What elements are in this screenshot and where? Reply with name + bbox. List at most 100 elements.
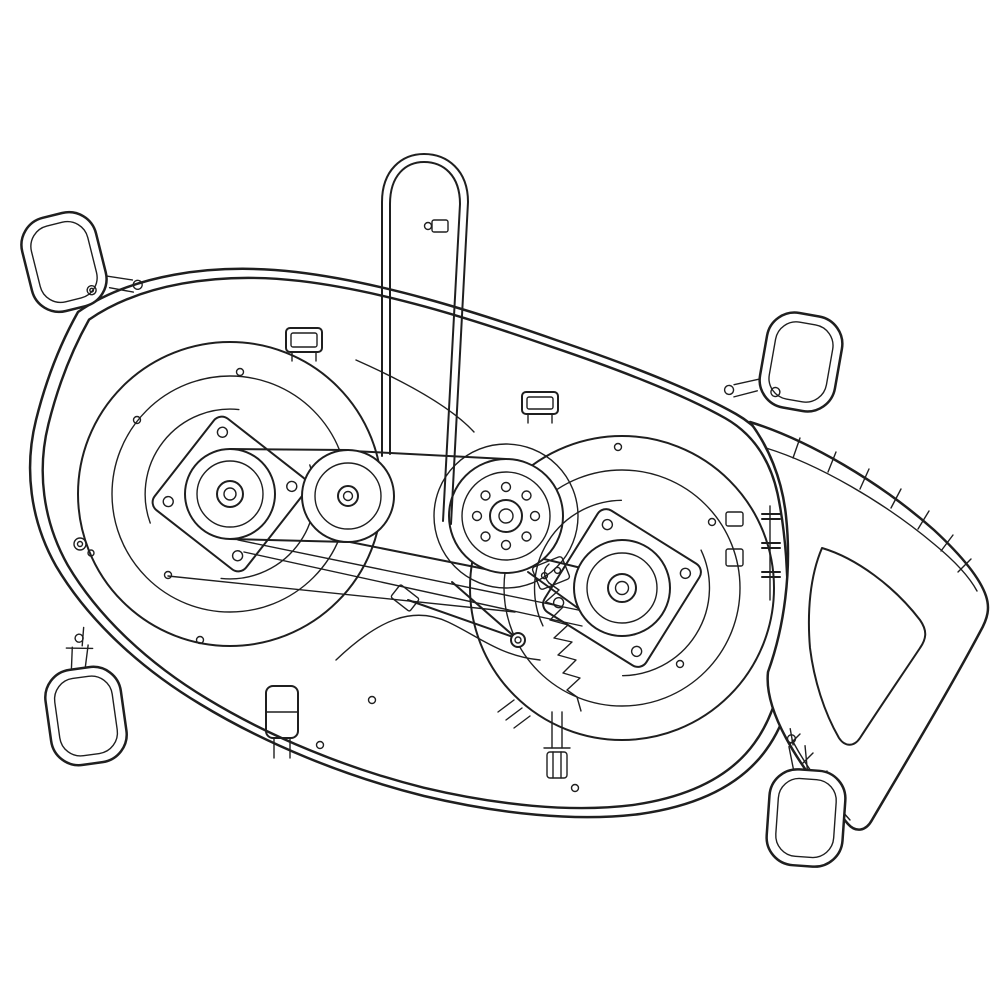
cable-clip [73, 537, 95, 557]
belt-run [351, 450, 507, 460]
idler-arm-rod [407, 599, 517, 639]
clamp-bolt [423, 221, 433, 231]
pulley-groove [196, 460, 264, 528]
drive-pulley-face [448, 458, 564, 574]
center-pulley-ring [433, 443, 579, 589]
chute-hinge-rod [761, 505, 781, 601]
pivot-bolt-center [514, 636, 522, 644]
idler-shaft [337, 485, 359, 507]
mandrel-bracket [542, 508, 702, 668]
left-spindle-assembly [144, 408, 316, 580]
deck-contour-line [355, 359, 475, 433]
gauge-wheel-top-left [20, 210, 143, 314]
housing-arc [533, 499, 623, 627]
wheel-tire [765, 768, 847, 868]
wheel-tire [758, 311, 844, 413]
bracket-bolt [132, 279, 143, 291]
spring-coil [544, 582, 581, 698]
shaft-bolt [614, 580, 630, 596]
axle-bolt-center [89, 287, 95, 293]
axle-bolt [770, 386, 781, 398]
wheel-bracket-arm [733, 390, 759, 398]
wheel-rim [53, 675, 119, 757]
wheel-bracket-arm [733, 378, 761, 386]
deck-housing-outline [28, 267, 802, 819]
bracket-bolt [552, 596, 565, 609]
idler-pulley-face [301, 449, 395, 543]
belt-run [527, 571, 587, 615]
spindle-pulley [573, 539, 671, 637]
anchor-bolt [540, 571, 549, 580]
linkage-rods [167, 539, 589, 627]
mandrel-bracket [151, 415, 309, 573]
wheel-bracket-arm [105, 275, 134, 281]
wheel-tire [20, 210, 108, 314]
belt-run [349, 541, 501, 573]
linkage-rod [167, 575, 516, 613]
deck-contour-line [335, 614, 541, 661]
wheel-bracket-arm [788, 745, 795, 770]
chute-mount-plate [725, 511, 744, 567]
idler-mount-bracket [497, 699, 571, 779]
bracket-bolt [601, 518, 614, 531]
spindle-shaft [216, 480, 244, 508]
belt-keeper-bracket [285, 327, 323, 362]
linkage-rod [237, 539, 589, 613]
gauge-wheel-bottom-right [765, 727, 847, 868]
spindle-pulley [184, 448, 276, 540]
idler-arm [390, 581, 526, 648]
lift-handle-rod [381, 153, 469, 525]
wheel-bracket-arm [108, 287, 135, 293]
axle-bolt [86, 284, 97, 296]
idler-bolt [342, 490, 354, 502]
right-spindle-assembly [533, 499, 711, 677]
wheel-tire [44, 665, 128, 767]
linkage-rod [243, 551, 583, 627]
rod-clamp [431, 219, 449, 233]
belt-run [229, 448, 349, 451]
center-drive-pulley [448, 458, 564, 574]
idler-groove [314, 462, 382, 530]
bracket-stem [789, 727, 794, 746]
wheel-bracket-arm [804, 745, 809, 771]
spindle-shaft [607, 573, 637, 603]
rod-outer [381, 153, 469, 525]
belt-run [229, 538, 349, 543]
bracket-bolt [231, 550, 244, 562]
chute-ribs [792, 437, 972, 573]
flat-idler-pulley [301, 449, 395, 543]
bracket-stem [81, 626, 85, 647]
bracket-bolt [216, 426, 229, 438]
rod-inner [389, 161, 461, 522]
wheel-rim [768, 321, 834, 403]
pulley-groove [586, 552, 658, 624]
spring-tail [576, 696, 582, 712]
bracket-bolt [162, 495, 174, 508]
arm-plate [390, 584, 420, 612]
housing-arc [144, 408, 240, 524]
bracket-bolt [286, 480, 298, 493]
wheel-rim [775, 777, 837, 859]
anchor-plate [531, 556, 571, 590]
idler-arm-rod [451, 581, 517, 639]
hanger-bracket [265, 685, 299, 759]
deck-housing-inner-line [41, 276, 789, 810]
drive-pulley-hub [489, 499, 523, 533]
bracket-bolt [630, 645, 643, 658]
shaft-bolt [223, 487, 237, 501]
chute-outline [748, 420, 990, 831]
anchor-bolt [553, 566, 562, 575]
wheel-bracket-arm [70, 646, 73, 671]
pivot-bolt [510, 632, 526, 648]
chute-rib-line [765, 447, 978, 592]
spring-anchor-plate [531, 556, 571, 590]
deck-bolts [132, 367, 717, 793]
bracket-crossbar [65, 647, 94, 650]
housing-arc [621, 549, 711, 677]
bracket-bolt [679, 567, 692, 580]
deck-housing [28, 267, 802, 819]
chute-window [807, 547, 927, 746]
gauge-wheel-top-right [723, 311, 844, 413]
pulley-bolt-holes [471, 481, 541, 551]
